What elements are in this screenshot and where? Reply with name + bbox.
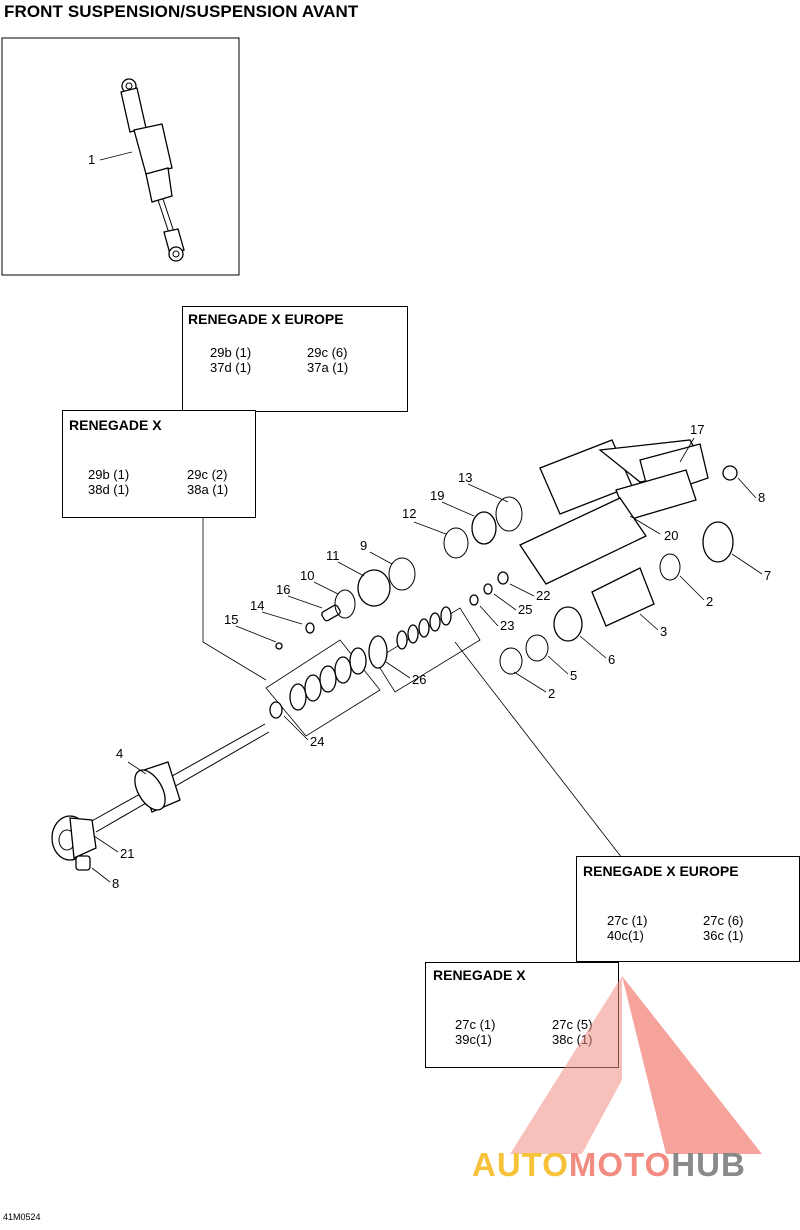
callout-value: 38d (1) (88, 482, 130, 497)
part-label-2a: 2 (706, 594, 713, 609)
callout-right-column: 29c (6) 37a (1) (307, 345, 348, 375)
callout-heading: RENEGADE X EUROPE (188, 311, 344, 327)
part-label-13: 13 (458, 470, 472, 485)
part-label-8a: 8 (758, 490, 765, 505)
callout-right-column: 29c (2) 38a (1) (187, 467, 228, 497)
part-label-11: 11 (326, 548, 340, 563)
part-label-23: 23 (500, 618, 514, 633)
callout-value: 27c (1) (607, 913, 648, 928)
valve-parts-drawing (275, 496, 523, 650)
part-label-21: 21 (120, 846, 134, 861)
part-label-4: 4 (116, 746, 123, 761)
callout-left-column: 27c (1) 39c(1) (455, 1017, 495, 1047)
callout-value: 29c (6) (307, 345, 348, 360)
leader-1 (99, 151, 133, 161)
callout-box-renegade-x-europe-upper: RENEGADE X EUROPE 29b (1) 37d (1) 29c (6… (182, 306, 408, 412)
spring-24-drawing (269, 647, 367, 719)
callout-box-renegade-x-europe-lower: RENEGADE X EUROPE 27c (1) 40c(1) 27c (6)… (576, 856, 800, 962)
shock-body-drawing (499, 439, 738, 675)
inset-frame (1, 37, 240, 276)
callout-value: 27c (5) (552, 1017, 593, 1032)
leader-box-renegade-x-upper (202, 517, 267, 681)
part-label-7: 7 (764, 568, 771, 583)
page-title: FRONT SUSPENSION/SUSPENSION AVANT (4, 2, 359, 21)
callout-value: 29b (1) (210, 345, 252, 360)
part-label-22: 22 (536, 588, 550, 603)
part-label-16: 16 (276, 582, 290, 597)
callout-value: 38a (1) (187, 482, 229, 497)
part-label-14: 14 (250, 598, 264, 613)
callout-heading: RENEGADE X (433, 967, 526, 983)
bracket-spring-24 (265, 639, 381, 737)
callout-value: 37a (1) (307, 360, 349, 375)
part-number-labels: 1 2 2 3 4 5 6 7 8 8 9 10 11 12 13 14 15 … (88, 152, 771, 891)
part-label-10: 10 (300, 568, 314, 583)
leader-box-europe-lower (454, 641, 623, 859)
callout-value: 36c (1) (703, 928, 744, 943)
callout-left-column: 27c (1) 40c(1) (607, 913, 647, 943)
part-label-5: 5 (570, 668, 577, 683)
callout-value: 29c (2) (187, 467, 228, 482)
callout-left-column: 29b (1) 38d (1) (88, 467, 129, 497)
callout-value: 27c (1) (455, 1017, 496, 1032)
callout-value: 39c(1) (455, 1032, 492, 1047)
shaft-assembly-drawing (51, 723, 270, 871)
part-label-19: 19 (430, 488, 444, 503)
part-label-6: 6 (608, 652, 615, 667)
part-label-24: 24 (310, 734, 324, 749)
part-label-3: 3 (660, 624, 667, 639)
callout-value: 27c (6) (703, 913, 744, 928)
part-leader-lines (91, 437, 763, 883)
piston-26-drawing (368, 635, 388, 669)
part-label-8b: 8 (112, 876, 119, 891)
part-label-20: 20 (664, 528, 678, 543)
watermark-brand-part: HUB (671, 1146, 746, 1183)
drawing-code: 41M0524 (3, 1212, 41, 1222)
callout-heading: RENEGADE X EUROPE (583, 863, 739, 879)
part-label-25: 25 (518, 602, 532, 617)
callout-left-column: 29b (1) 37d (1) (210, 345, 251, 375)
callout-box-renegade-x-upper: RENEGADE X 29b (1) 38d (1) 29c (2) 38a (… (62, 410, 256, 518)
assembled-shock-drawing (120, 78, 185, 262)
watermark-brand-part: MOTO (568, 1146, 672, 1183)
callout-right-column: 27c (6) 36c (1) (703, 913, 743, 943)
part-label-9: 9 (360, 538, 367, 553)
callout-value: 40c(1) (607, 928, 644, 943)
callout-value: 37d (1) (210, 360, 252, 375)
part-label-12: 12 (402, 506, 416, 521)
part-label-1: 1 (88, 152, 95, 167)
part-label-26: 26 (412, 672, 426, 687)
watermark-brand-part: AUTO (472, 1146, 569, 1183)
watermark-logo-icon (510, 976, 762, 1154)
watermark-brand-text: AUTOMOTOHUB (472, 1146, 746, 1184)
callout-heading: RENEGADE X (69, 417, 162, 433)
part-label-17: 17 (690, 422, 704, 437)
spring-23-drawing (396, 571, 509, 650)
part-label-2b: 2 (548, 686, 555, 701)
callout-value: 29b (1) (88, 467, 130, 482)
part-label-15: 15 (224, 612, 238, 627)
